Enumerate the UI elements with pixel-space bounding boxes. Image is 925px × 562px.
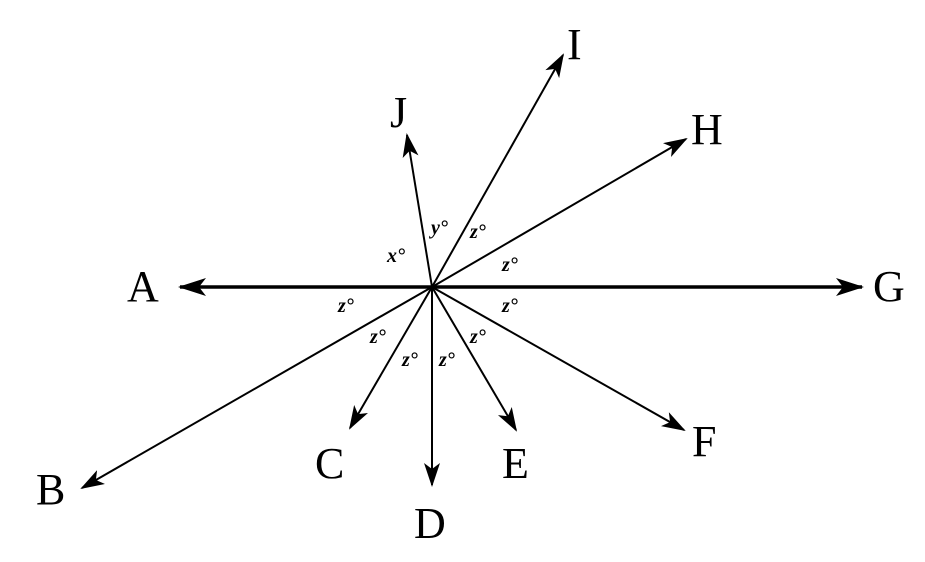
ray-e <box>431 286 518 432</box>
label-j: J <box>390 88 407 137</box>
angle-z-label-gf: z° <box>501 295 518 317</box>
angle-z-label-ed: z° <box>438 349 455 371</box>
angle-z-label-cb: z° <box>369 326 386 348</box>
ray-f <box>431 286 686 431</box>
ray-c <box>348 286 433 430</box>
angle-x-label: x° <box>386 245 405 267</box>
label-c: C <box>315 439 344 488</box>
label-a: A <box>127 262 159 311</box>
label-b: B <box>36 465 65 514</box>
label-f: F <box>692 417 716 466</box>
ray-j <box>402 133 433 288</box>
label-h: H <box>691 105 723 154</box>
label-i: I <box>567 20 582 69</box>
label-d: D <box>414 499 446 548</box>
ray-i <box>431 53 564 288</box>
ray-h <box>431 137 688 288</box>
angle-z-label-dc: z° <box>401 349 418 371</box>
ray-b <box>80 286 433 489</box>
label-g: G <box>873 262 905 311</box>
angle-y-label: y° <box>429 217 448 239</box>
angle-z-label-ih: z° <box>469 221 486 243</box>
label-e: E <box>502 439 529 488</box>
angle-z-label-hg: z° <box>501 254 518 276</box>
angle-z-label-ba: z° <box>337 295 354 317</box>
angle-z-label-fe: z° <box>469 326 486 348</box>
